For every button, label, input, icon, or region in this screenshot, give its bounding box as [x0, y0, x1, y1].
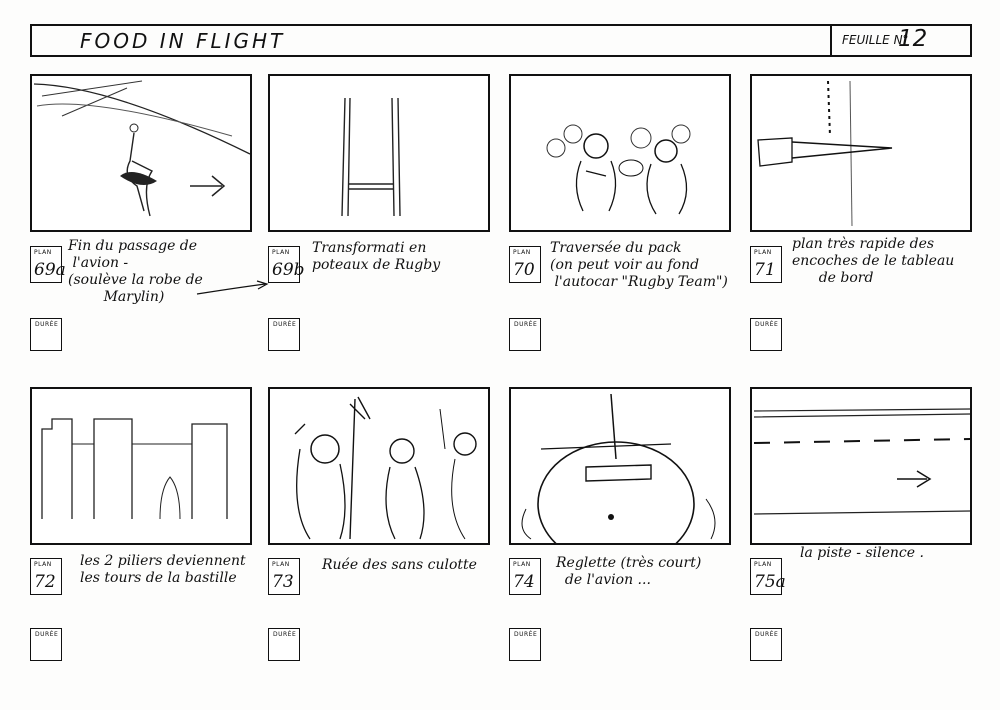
duree-box-72: DURÉE — [30, 628, 62, 661]
sketch-rugby-posts — [341, 97, 401, 217]
plan-box-72: PLAN 72 — [30, 558, 62, 595]
plan-number: 69b — [272, 260, 305, 280]
sheet-number-box: FEUILLE N° 12 — [830, 26, 970, 55]
plan-number: 69a — [34, 260, 66, 280]
plan-box-69a: PLAN 69a — [30, 246, 66, 283]
duree-label: DURÉE — [755, 321, 779, 328]
sketch-knife-notches — [757, 80, 893, 227]
panel-note-75a: la piste - silence . — [800, 545, 924, 561]
plan-box-75a: PLAN 75a — [750, 558, 786, 595]
duree-label: DURÉE — [514, 631, 538, 638]
frame-69b — [268, 74, 490, 232]
plan-number: 74 — [513, 572, 535, 592]
sheet-label: FEUILLE N° — [842, 33, 909, 47]
plan-label: PLAN — [272, 249, 290, 256]
plan-box-69b: PLAN 69b — [268, 246, 305, 283]
sketch-plane-front — [521, 393, 716, 543]
project-title: FOOD IN FLIGHT — [80, 29, 286, 53]
plan-number: 71 — [754, 260, 776, 280]
sketch-bastille-towers — [41, 418, 228, 520]
plan-number: 70 — [513, 260, 535, 280]
plan-label: PLAN — [272, 561, 290, 568]
frame-73 — [268, 387, 490, 545]
duree-label: DURÉE — [514, 321, 538, 328]
sheet-number: 12 — [898, 26, 928, 52]
sketch-runway — [753, 408, 970, 515]
panel-note-72: les 2 piliers deviennent les tours de la… — [80, 553, 246, 586]
frame-72 — [30, 387, 252, 545]
panel-note-70: Traversée du pack (on peut voir au fond … — [550, 240, 728, 290]
sketch-rugby-pack — [546, 124, 691, 215]
duree-box-70: DURÉE — [509, 318, 541, 351]
plan-label: PLAN — [513, 561, 531, 568]
frame-71 — [750, 74, 972, 232]
panel-note-69a: Fin du passage de l'avion - (soulève la … — [68, 238, 203, 305]
frame-70 — [509, 74, 731, 232]
sketch-marilyn-plane — [33, 80, 250, 217]
duree-box-71: DURÉE — [750, 318, 782, 351]
sheet-header: FOOD IN FLIGHT FEUILLE N° 12 — [30, 24, 972, 57]
plan-label: PLAN — [34, 249, 52, 256]
plan-box-71: PLAN 71 — [750, 246, 782, 283]
sketch-sans-culottes — [294, 396, 477, 540]
plan-number: 72 — [34, 572, 56, 592]
frame-69a — [30, 74, 252, 232]
plan-label: PLAN — [754, 249, 772, 256]
panel-note-71: plan très rapide des encoches de le tabl… — [792, 236, 955, 286]
duree-box-75a: DURÉE — [750, 628, 782, 661]
duree-label: DURÉE — [35, 321, 59, 328]
plan-number: 75a — [754, 572, 786, 592]
duree-label: DURÉE — [35, 631, 59, 638]
plan-box-73: PLAN 73 — [268, 558, 300, 595]
panel-note-69b: Transformati en poteaux de Rugby — [312, 240, 441, 273]
plan-number: 73 — [272, 572, 294, 592]
frame-75a — [750, 387, 972, 545]
duree-label: DURÉE — [273, 631, 297, 638]
duree-label: DURÉE — [755, 631, 779, 638]
duree-box-73: DURÉE — [268, 628, 300, 661]
plan-label: PLAN — [513, 249, 531, 256]
panel-note-74: Reglette (très court) de l'avion ... — [556, 555, 702, 588]
duree-box-69b: DURÉE — [268, 318, 300, 351]
duree-label: DURÉE — [273, 321, 297, 328]
duree-box-69a: DURÉE — [30, 318, 62, 351]
duree-box-74: DURÉE — [509, 628, 541, 661]
plan-box-74: PLAN 74 — [509, 558, 541, 595]
plan-label: PLAN — [34, 561, 52, 568]
pencil-arrow — [196, 280, 269, 295]
plan-label: PLAN — [754, 561, 772, 568]
plan-box-70: PLAN 70 — [509, 246, 541, 283]
panel-note-73: Ruée des sans culotte — [322, 557, 477, 573]
frame-74 — [509, 387, 731, 545]
